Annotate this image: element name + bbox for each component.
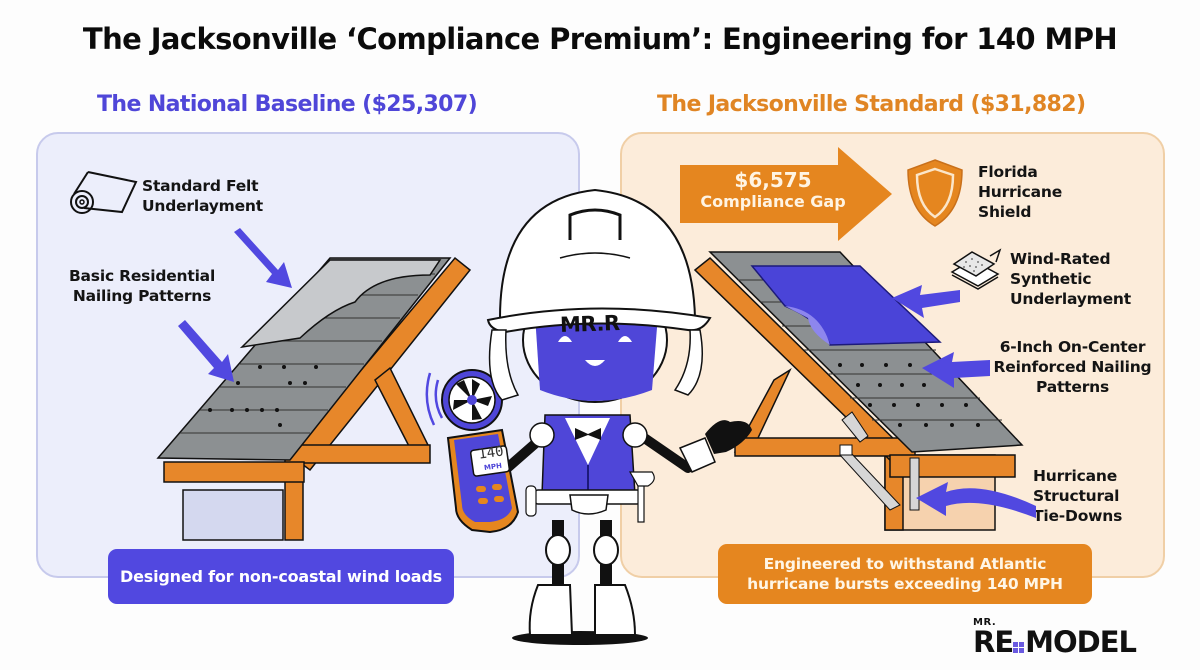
label-six-inch-nailing: 6-Inch On-Center Reinforced Nailing Patt… [993, 338, 1152, 396]
compliance-gap-label: Compliance Gap [700, 192, 846, 211]
mr-remodel-logo: MR. RE MODEL [973, 617, 1137, 659]
label-standard-felt: Standard Felt Underlayment [142, 177, 263, 215]
jacksonville-roof-illustration [693, 251, 1036, 531]
logo-window-icon [1013, 642, 1025, 653]
anemometer-icon [425, 369, 520, 534]
jacksonville-summary-banner: Engineered to withstand Atlantic hurrica… [718, 544, 1092, 604]
helmet-text: MR.R [559, 310, 621, 338]
baseline-roof-illustration [156, 228, 472, 541]
felt-roll-icon [70, 171, 138, 214]
label-hurricane-tie-downs: Hurricane Structural Tie-Downs [1033, 467, 1123, 525]
baseline-summary-banner: Designed for non-coastal wind loads [108, 549, 454, 604]
shield-icon [907, 159, 963, 227]
page-title: The Jacksonville ‘Compliance Premium’: E… [82, 22, 1118, 56]
compliance-gap-arrow [680, 147, 892, 241]
compliance-gap-amount: $6,575 [734, 168, 812, 192]
mascot-robot [425, 188, 752, 645]
synthetic-sheet-icon [950, 248, 1002, 290]
anemometer-reading: 140 MPH [477, 443, 505, 473]
national-baseline-heading: The National Baseline ($25,307) [97, 92, 478, 117]
label-basic-nailing: Basic Residential Nailing Patterns [68, 267, 216, 305]
label-florida-shield: Florida Hurricane Shield [978, 163, 1063, 221]
jacksonville-standard-heading: The Jacksonville Standard ($31,882) [657, 92, 1086, 117]
label-wind-rated-underlayment: Wind-Rated Synthetic Underlayment [1010, 250, 1131, 308]
compliance-gap-text: $6,575 Compliance Gap [682, 168, 864, 212]
